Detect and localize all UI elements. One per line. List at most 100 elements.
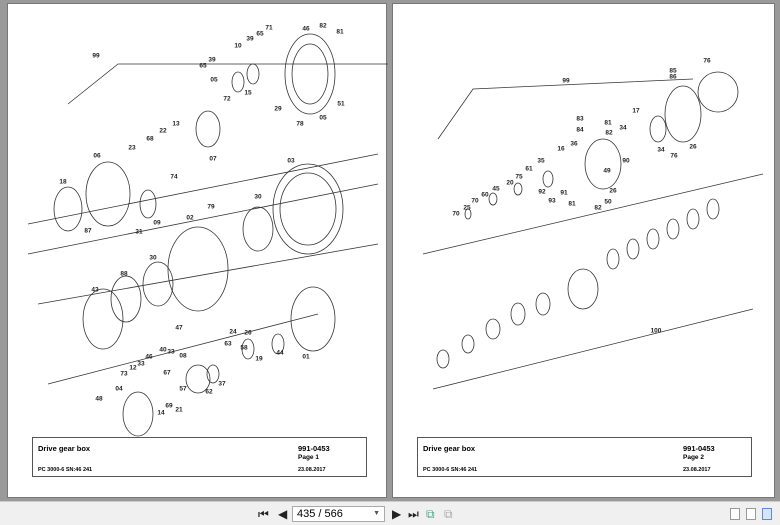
part-callout: 62 <box>205 388 213 396</box>
next-page-icon[interactable]: ▶ <box>392 507 402 521</box>
part-callout: 36 <box>570 140 578 148</box>
part-callout: 39 <box>246 35 254 43</box>
part-callout: 26 <box>609 187 617 195</box>
part-callout: 47 <box>175 324 183 332</box>
part-callout: 70 <box>452 210 460 218</box>
part-callout: 21 <box>175 406 183 414</box>
part-callout: 74 <box>170 173 178 181</box>
drawing-number: 991-0453 <box>683 444 715 453</box>
drawing-title: Drive gear box <box>423 444 476 453</box>
two-page-icon[interactable] <box>762 508 772 520</box>
page-label: Page 1 <box>298 454 319 461</box>
drawing-date: 23.08.2017 <box>683 467 711 473</box>
back-view-icon[interactable]: ⧉ <box>426 507 435 521</box>
part-callout: 34 <box>657 146 665 154</box>
part-callout: 90 <box>622 157 630 165</box>
part-callout: 51 <box>337 100 345 108</box>
part-callout: 34 <box>619 124 627 132</box>
part-callout: 23 <box>128 144 136 152</box>
part-callout: 30 <box>149 254 157 262</box>
part-callout: 99 <box>92 52 100 60</box>
part-callout: 19 <box>255 355 263 363</box>
part-callout: 08 <box>179 352 187 360</box>
part-callout: 63 <box>224 340 232 348</box>
part-callout: 31 <box>135 228 143 236</box>
part-callout: 76 <box>703 57 711 65</box>
part-callout: 35 <box>537 157 545 165</box>
part-callout: 60 <box>481 191 489 199</box>
part-callout: 06 <box>93 152 101 160</box>
part-callout: 07 <box>209 155 217 163</box>
pdf-page-2: Drive gear box 991-0453 Page 2 PC 3000-6… <box>392 3 775 498</box>
part-callout: 18 <box>59 178 67 186</box>
part-callout: 92 <box>538 188 546 196</box>
part-callout: 46 <box>302 25 310 33</box>
part-callout: 14 <box>157 409 165 417</box>
part-callout: 79 <box>207 203 215 211</box>
part-callout: 82 <box>605 129 613 137</box>
last-page-icon[interactable]: ⏭ <box>408 507 419 521</box>
part-callout: 45 <box>492 185 500 193</box>
part-callout: 04 <box>115 385 123 393</box>
part-callout: 83 <box>576 115 584 123</box>
part-callout: 86 <box>669 73 677 81</box>
part-callout: 12 <box>129 364 137 372</box>
part-callout: 68 <box>146 135 154 143</box>
model-serial: PC 3000-6 SN:46 241 <box>423 467 478 473</box>
page-number-select[interactable]: 435 / 566 ▼ <box>292 506 385 522</box>
drawing-title: Drive gear box <box>38 444 91 453</box>
part-callout: 69 <box>165 402 173 410</box>
part-callout: 88 <box>120 270 128 278</box>
part-callout: 78 <box>296 120 304 128</box>
part-callout: 100 <box>650 327 662 335</box>
part-callout: 29 <box>274 105 282 113</box>
page-label: Page 2 <box>683 454 704 461</box>
part-callout: 26 <box>244 329 252 337</box>
part-callout: 37 <box>218 380 226 388</box>
prev-page-icon[interactable]: ◀ <box>278 507 288 521</box>
part-callout: 49 <box>603 167 611 175</box>
part-callout: 91 <box>560 189 568 197</box>
part-callout: 70 <box>471 197 479 205</box>
part-callout: 99 <box>562 77 570 85</box>
part-callout: 50 <box>604 198 612 206</box>
part-callout: 71 <box>265 24 273 32</box>
page-number-value: 435 / 566 <box>297 508 343 520</box>
continuous-icon[interactable] <box>746 508 756 520</box>
part-callout: 03 <box>287 157 295 165</box>
part-callout: 30 <box>254 193 262 201</box>
part-callout: 16 <box>557 145 565 153</box>
part-callout: 13 <box>172 120 180 128</box>
pdf-navigation-toolbar: ⏮ ◀ 435 / 566 ▼ ▶ ⏭ ⧉ ⧉ <box>0 501 780 525</box>
part-callout: 58 <box>240 344 248 352</box>
part-callout: 46 <box>145 353 153 361</box>
chevron-down-icon[interactable]: ▼ <box>373 510 380 517</box>
part-callout: 81 <box>568 200 576 208</box>
part-callout: 17 <box>632 107 640 115</box>
part-callout: 48 <box>95 395 103 403</box>
part-callout: 76 <box>670 152 678 160</box>
part-callout: 61 <box>525 165 533 173</box>
part-callout: 93 <box>548 197 556 205</box>
part-callout: 57 <box>179 385 187 393</box>
single-page-icon[interactable] <box>730 508 740 520</box>
part-callout: 10 <box>234 42 242 50</box>
first-page-icon[interactable]: ⏮ <box>258 507 269 521</box>
part-callout: 65 <box>199 62 207 70</box>
part-callout: 02 <box>186 214 194 222</box>
title-block: Drive gear box 991-0453 Page 2 PC 3000-6… <box>417 437 752 477</box>
part-callout: 81 <box>604 119 612 127</box>
part-callout: 81 <box>336 28 344 36</box>
part-callout: 33 <box>137 360 145 368</box>
part-callout: 01 <box>302 353 310 361</box>
part-callout: 39 <box>208 56 216 64</box>
part-callout: 82 <box>594 204 602 212</box>
forward-view-icon[interactable]: ⧉ <box>444 507 453 521</box>
part-callout: 09 <box>153 219 161 227</box>
part-callout: 72 <box>223 95 231 103</box>
part-callout: 33 <box>167 348 175 356</box>
pdf-page-1: Drive gear box 991-0453 Page 1 PC 3000-6… <box>7 3 388 498</box>
part-callout: 65 <box>256 30 264 38</box>
part-callout: 24 <box>229 328 237 336</box>
part-callout: 44 <box>276 349 284 357</box>
